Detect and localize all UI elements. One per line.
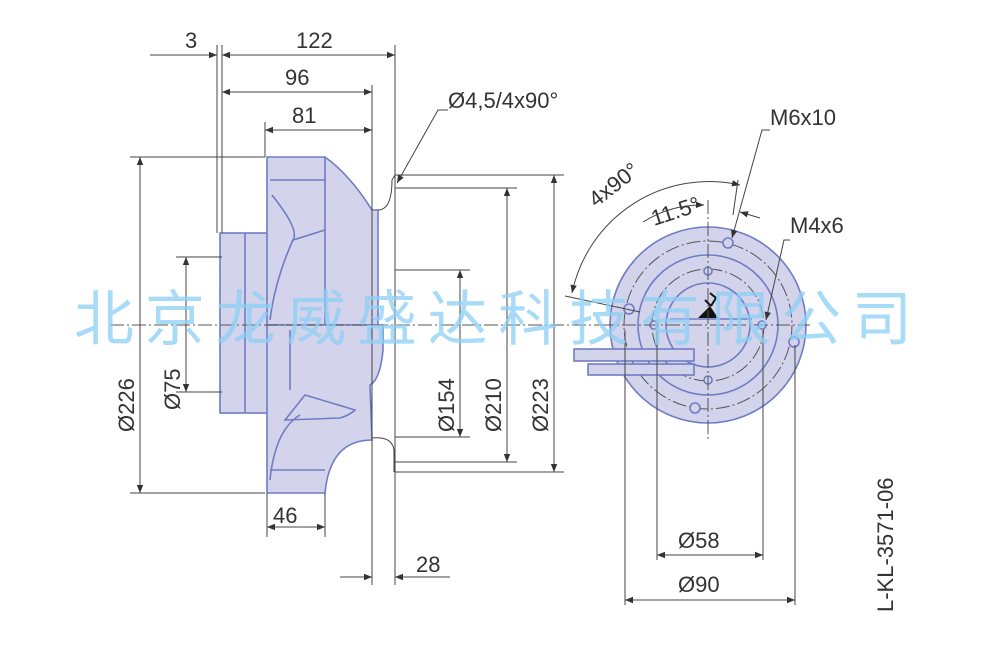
m6-callout: M6x10: [770, 105, 836, 130]
dimension-lines: [136, 51, 558, 581]
dim-28: 28: [416, 552, 440, 577]
extension-lines: [130, 45, 564, 585]
dim-122: 122: [296, 28, 333, 53]
dia-223: Ø223: [528, 378, 553, 432]
front-dim-lines: [564, 129, 796, 605]
m4-callout: M4x6: [790, 213, 844, 238]
dia-210: Ø210: [481, 378, 506, 432]
dia-154: Ø154: [434, 378, 459, 432]
watermark: 北京龙威盛达科技有限公司: [74, 285, 914, 355]
holes-callout: Ø4,5/4x90°: [448, 88, 558, 113]
dim-46: 46: [273, 503, 297, 528]
dim-81: 81: [292, 103, 316, 128]
dia-90: Ø90: [678, 572, 720, 597]
dia-226: Ø226: [114, 378, 139, 432]
flange-outline: [371, 174, 396, 472]
dim-96: 96: [285, 65, 309, 90]
angle-11-5: 11.5°: [648, 192, 703, 231]
dia-58: Ø58: [678, 528, 720, 553]
side-view-impeller: [219, 156, 384, 494]
dim-3: 3: [185, 28, 197, 53]
drawing-id: L-KL-3571-06: [873, 477, 898, 612]
dia-75: Ø75: [160, 368, 185, 410]
angle-4x90: 4x90°: [584, 157, 644, 211]
